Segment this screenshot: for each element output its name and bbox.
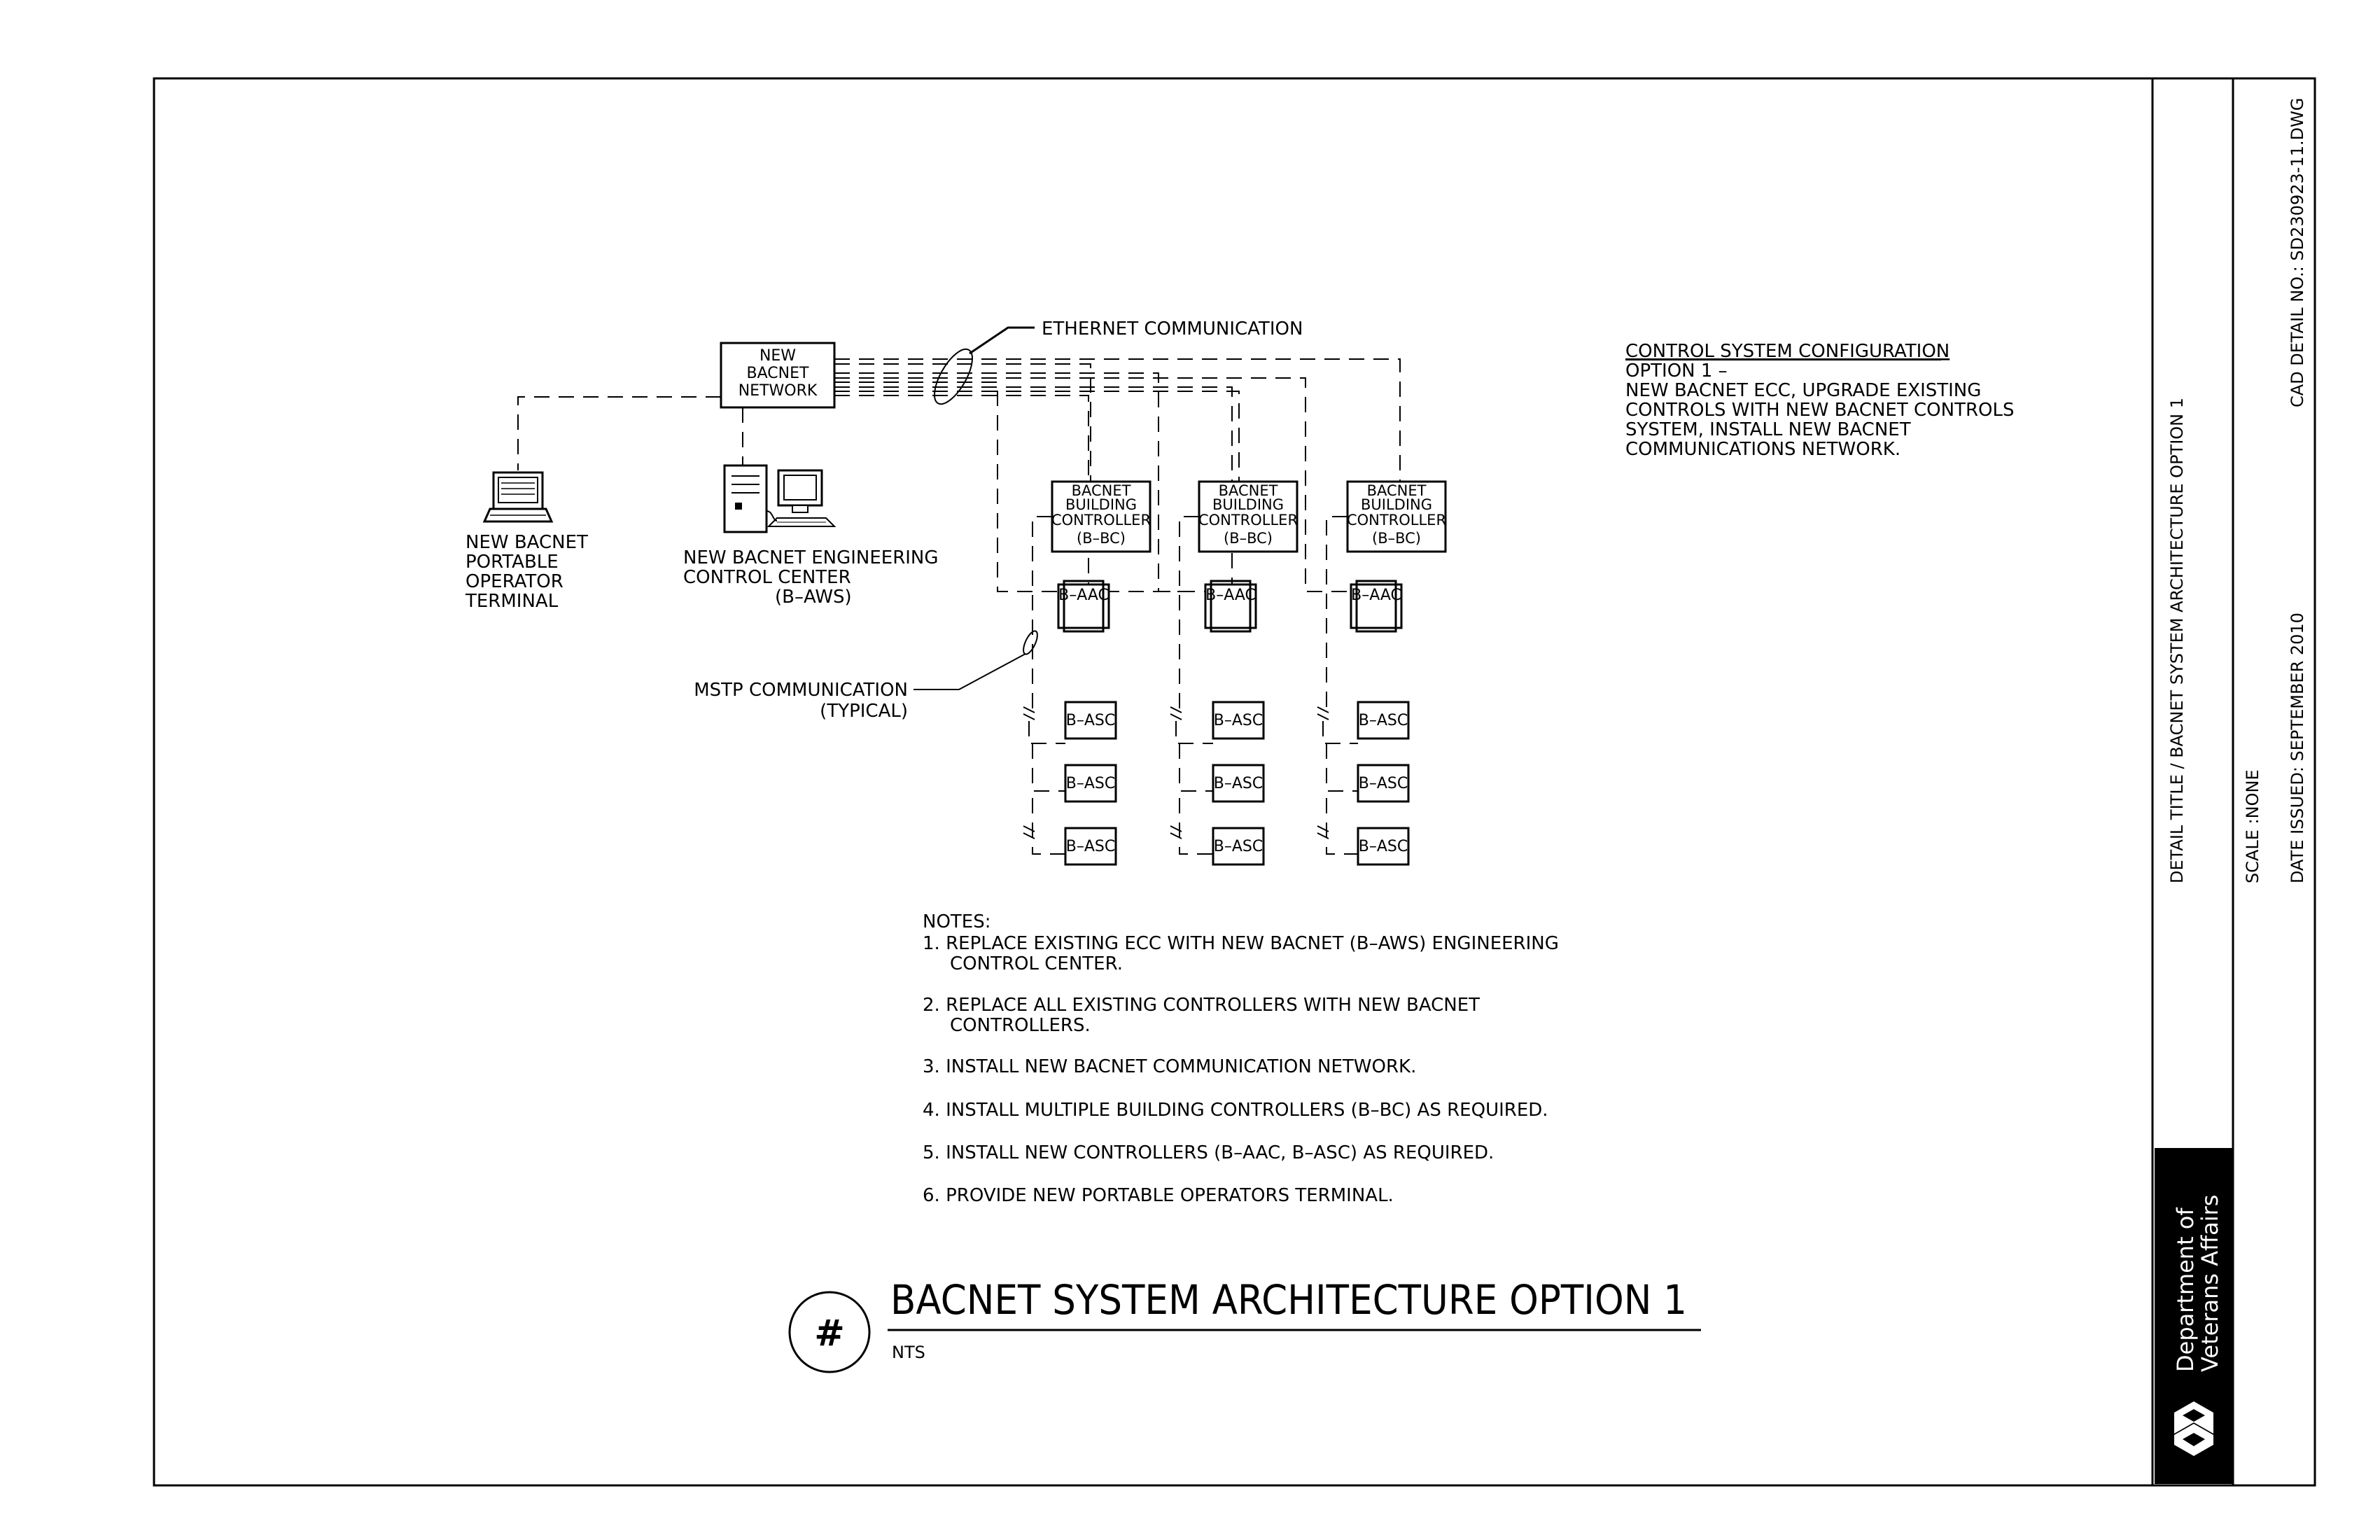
note-2-line-2: CONTROLLERS. [950, 1015, 1091, 1036]
detail-symbol: # [814, 1312, 845, 1354]
note-2-line-1: 2. REPLACE ALL EXISTING CONTROLLERS WITH… [923, 995, 1480, 1016]
va-seal-icon [2174, 1401, 2213, 1456]
bbc-1-line-1: BACNET [1072, 482, 1131, 499]
bbc-2-line-2: BUILDING [1212, 496, 1284, 513]
configuration-line-3: CONTROLS WITH NEW BACNET CONTROLS [1625, 400, 2014, 421]
detail-title-text: DETAIL TITLE / BACNET SYSTEM ARCHITECTUR… [2167, 398, 2187, 883]
aac-3-label: B–AAC [1351, 587, 1401, 604]
ethernet-label: ETHERNET COMMUNICATION [1042, 318, 1303, 340]
ethernet-callout: ETHERNET COMMUNICATION [934, 318, 1303, 405]
bbc-2-line-4: (B–BC) [1224, 530, 1273, 547]
portable-terminal-line-4: TERMINAL [465, 591, 559, 612]
asc-2-1-label: B–ASC [1214, 712, 1263, 729]
detail-symbol-circle [788, 1291, 871, 1373]
notes-block: NOTES: 1. REPLACE EXISTING ECC WITH NEW … [923, 911, 1559, 1206]
bbc-3-line-2: BUILDING [1361, 496, 1432, 513]
configuration-heading: CONTROL SYSTEM CONFIGURATION [1625, 341, 1949, 362]
agency-logo-panel: Department of Veterans Affairs [2155, 1148, 2233, 1484]
network-line-1: NEW [760, 347, 796, 365]
note-5: 5. INSTALL NEW CONTROLLERS (B–AAC, B–ASC… [923, 1142, 1494, 1163]
mstp-callout: MSTP COMMUNICATION (TYPICAL) [694, 630, 1038, 722]
portable-terminal-label: NEW BACNET PORTABLE OPERATOR TERMINAL [465, 532, 588, 612]
bbc-3-line-4: (B–BC) [1372, 530, 1421, 547]
asc-2-3-label: B–ASC [1214, 838, 1263, 855]
asc-column-3: B–ASC B–ASC B–ASC [1317, 701, 1410, 866]
agency-name-line-1: Department of [2172, 1208, 2199, 1372]
engineering-center-line-1: NEW BACNET ENGINEERING [683, 547, 939, 568]
cad-detail-text: CAD DETAIL NO.: SD230923-11.DWG [2288, 98, 2307, 407]
aac-1-label: B–AAC [1058, 587, 1109, 604]
asc-1-3-label: B–ASC [1066, 838, 1115, 855]
mstp-label-line-1: MSTP COMMUNICATION [694, 680, 908, 701]
bbc-2-line-1: BACNET [1219, 482, 1278, 499]
asc-column-2: B–ASC B–ASC B–ASC [1170, 701, 1265, 866]
notes-heading: NOTES: [923, 911, 991, 932]
asc-3-1-label: B–ASC [1359, 712, 1408, 729]
note-4: 4. INSTALL MULTIPLE BUILDING CONTROLLERS… [923, 1100, 1548, 1121]
title-strip: DETAIL TITLE / BACNET SYSTEM ARCHITECTUR… [2167, 98, 2307, 883]
network-line-3: NETWORK [738, 382, 818, 400]
note-3: 3. INSTALL NEW BACNET COMMUNICATION NETW… [923, 1056, 1416, 1077]
aac-unit-1: B–AAC [1057, 580, 1110, 633]
building-controller-2: BACNET BUILDING CONTROLLER (B–BC) [1198, 480, 1298, 553]
date-issued-text: DATE ISSUED: SEPTEMBER 2010 [2288, 612, 2307, 883]
building-controller-3: BACNET BUILDING CONTROLLER (B–BC) [1346, 480, 1447, 553]
asc-3-3-label: B–ASC [1359, 838, 1408, 855]
bbc-1-line-4: (B–BC) [1077, 530, 1126, 547]
engineering-center-line-2: CONTROL CENTER [683, 567, 851, 588]
aac-unit-2: B–AAC [1204, 580, 1257, 633]
asc-1-2-label: B–ASC [1066, 775, 1115, 792]
engineering-center-label: NEW BACNET ENGINEERING CONTROL CENTER (B… [683, 547, 939, 608]
aac-unit-3: B–AAC [1350, 580, 1403, 633]
engineering-center-line-3: (B–AWS) [775, 587, 852, 608]
asc-1-1-label: B–ASC [1066, 712, 1115, 729]
portable-terminal-line-2: PORTABLE [465, 552, 559, 573]
portable-terminal-line-1: NEW BACNET [465, 532, 588, 553]
note-1-line-1: 1. REPLACE EXISTING ECC WITH NEW BACNET … [923, 933, 1559, 954]
portable-terminal-line-3: OPERATOR [465, 571, 564, 592]
asc-2-2-label: B–ASC [1214, 775, 1263, 792]
bbc-1-line-2: BUILDING [1065, 496, 1137, 513]
configuration-line-1: OPTION 1 – [1625, 360, 1728, 382]
asc-3-2-label: B–ASC [1359, 775, 1408, 792]
aac-2-label: B–AAC [1205, 587, 1256, 604]
configuration-line-5: COMMUNICATIONS NETWORK. [1625, 439, 1900, 460]
note-6: 6. PROVIDE NEW PORTABLE OPERATORS TERMIN… [923, 1185, 1394, 1206]
ethernet-links [517, 358, 1401, 592]
configuration-line-2: NEW BACNET ECC, UPGRADE EXISTING [1625, 380, 1981, 401]
asc-column-1: B–ASC B–ASC B–ASC [1023, 701, 1117, 866]
drawing-scale-nts: NTS [892, 1343, 925, 1362]
bacnet-network-box: NEW BACNET NETWORK [720, 342, 836, 409]
bbc-2-line-3: CONTROLLER [1198, 512, 1298, 528]
agency-name-line-2: Veterans Affairs [2197, 1195, 2223, 1372]
controller-drop-lines [1032, 516, 1348, 710]
mstp-label-line-2: (TYPICAL) [820, 701, 908, 722]
network-line-2: BACNET [747, 365, 809, 382]
scale-text: SCALE :NONE [2243, 769, 2262, 883]
drawing-title: BACNET SYSTEM ARCHITECTURE OPTION 1 [890, 1276, 1687, 1324]
laptop-icon [482, 471, 554, 523]
configuration-block: CONTROL SYSTEM CONFIGURATION OPTION 1 – … [1625, 341, 2014, 460]
bbc-1-line-3: CONTROLLER [1051, 512, 1151, 528]
building-controller-1: BACNET BUILDING CONTROLLER (B–BC) [1051, 480, 1152, 553]
note-1-line-2: CONTROL CENTER. [950, 953, 1123, 974]
bbc-3-line-1: BACNET [1367, 482, 1427, 499]
drawing-title-block: # BACNET SYSTEM ARCHITECTURE OPTION 1 NT… [788, 1276, 1701, 1373]
sheet-border [153, 77, 2316, 1487]
workstation-icon [723, 464, 836, 533]
bbc-3-line-3: CONTROLLER [1347, 512, 1446, 528]
configuration-line-4: SYSTEM, INSTALL NEW BACNET [1625, 419, 1911, 440]
